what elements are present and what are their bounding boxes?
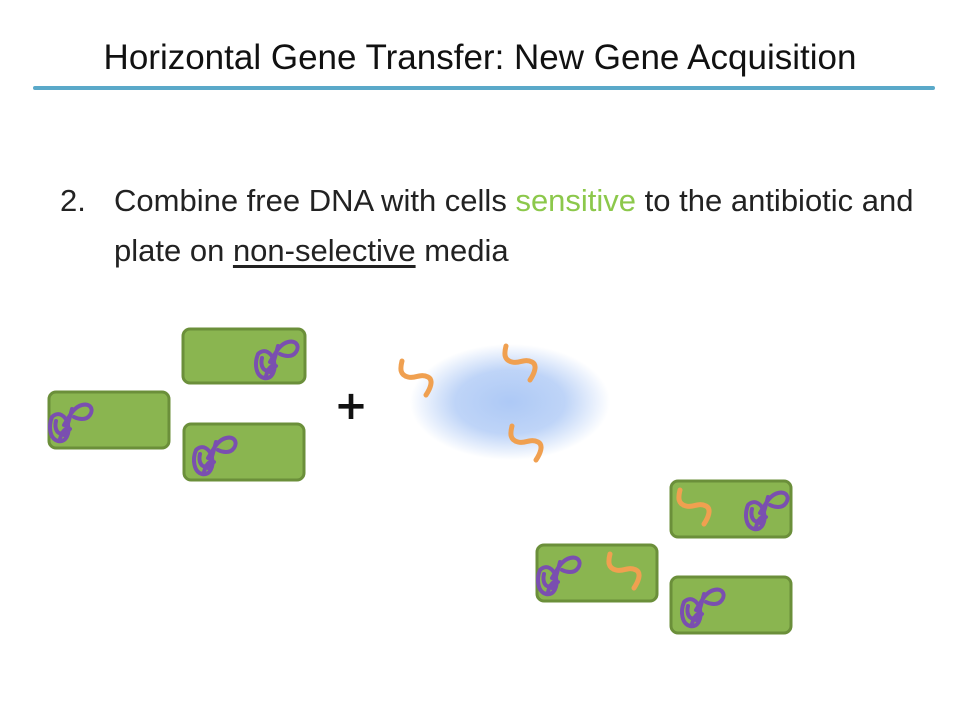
cell-left-top	[181, 327, 307, 385]
bullet-text-after: media	[415, 233, 509, 268]
cell-left-bottom	[182, 422, 306, 482]
free-dna-cloud	[401, 344, 610, 460]
cell-right-top	[669, 479, 793, 539]
bullet-number: 2.	[60, 183, 86, 218]
plus-operator: +	[334, 383, 368, 429]
title-underline	[33, 86, 935, 90]
slide-title: Horizontal Gene Transfer: New Gene Acqui…	[103, 38, 857, 77]
cell-right-middle	[535, 543, 659, 603]
cell-right-bottom	[669, 575, 793, 635]
bullet-highlight-sensitive: sensitive	[515, 183, 637, 218]
bullet-text-before: Combine free DNA with cells	[114, 183, 516, 218]
bullet-underlined-non-selective: non-selective	[232, 233, 416, 268]
bullet-text: Combine free DNA with cells sensitive to…	[114, 176, 914, 276]
cell-left-middle	[47, 390, 171, 450]
bullet-text-middle: to the antibiotic and plate on	[114, 183, 914, 268]
